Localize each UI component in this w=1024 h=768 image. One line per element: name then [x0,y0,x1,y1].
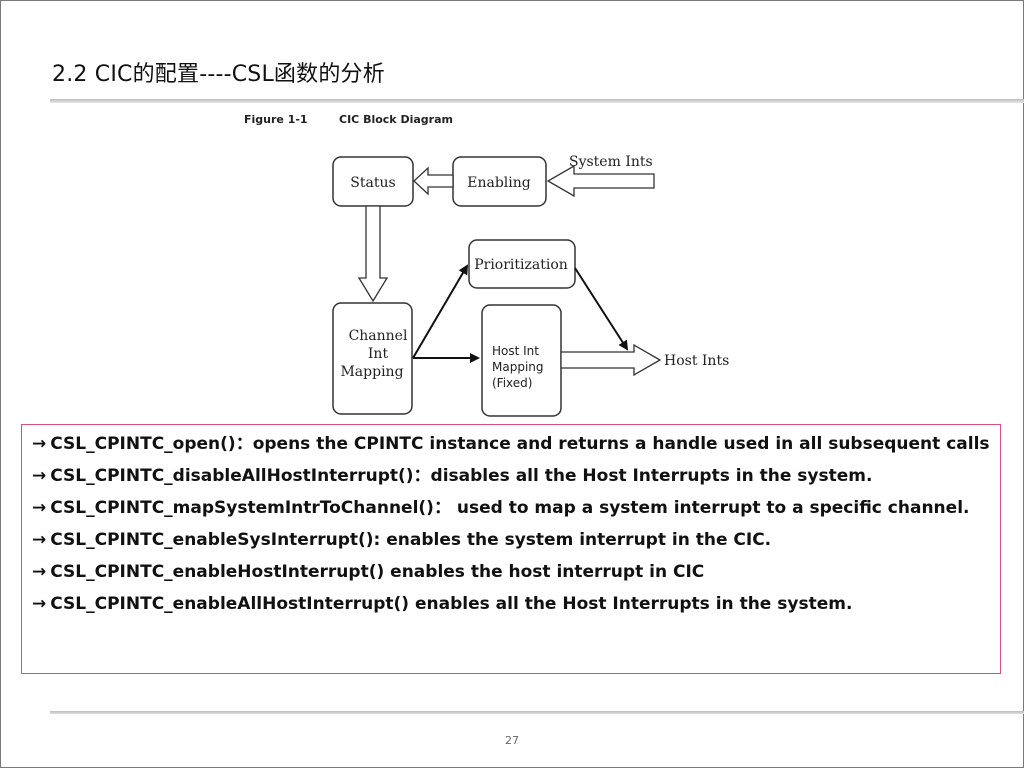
page-number: 27 [505,734,519,747]
function-text: CSL_CPINTC_enableAllHostInterrupt() enab… [50,594,853,614]
function-text: CSL_CPINTC_mapSystemIntrToChannel()： use… [50,498,970,518]
function-text: CSL_CPINTC_open()：opens the CPINTC insta… [50,434,990,454]
status-to-channel-arrow [357,205,389,303]
enabling-to-status-arrow [413,166,454,196]
slide-title: 2.2 CIC的配置----CSL函数的分析 [52,62,385,87]
figure-label: Figure 1-1 [244,113,308,126]
cic-block-diagram: Figure 1-1 CIC Block Diagram Status Enab… [244,113,729,417]
channel-int-mapping-box [332,302,413,415]
function-text: CSL_CPINTC_disableAllHostInterrupt()：dis… [50,466,873,486]
function-item: →CSL_CPINTC_enableAllHostInterrupt() ena… [32,591,990,618]
host-label-line1: Host Int [492,344,539,358]
channel-label-line2: Int [368,346,389,362]
function-item: →CSL_CPINTC_enableHostInterrupt() enable… [32,559,990,586]
prioritization-to-host-ints-arrow [574,267,629,351]
host-label-line2: Mapping [492,360,544,374]
prioritization-label: Prioritization [474,257,568,273]
arrow-icon: → [32,562,47,582]
footer-divider [50,711,1024,714]
system-ints-label: System Ints [569,154,653,170]
title-divider [50,99,1024,103]
host-ints-label: Host Ints [664,353,729,369]
channel-label-line3: Mapping [340,364,403,380]
arrow-icon: → [32,498,47,518]
function-text: CSL_CPINTC_enableHostInterrupt() enables… [50,562,705,582]
arrow-icon: → [32,594,47,614]
enabling-label: Enabling [467,175,531,191]
channel-label-line1: Channel [349,328,408,344]
diagram-caption: CIC Block Diagram [339,113,453,126]
host-ints-arrow [560,343,662,377]
function-item: →CSL_CPINTC_disableAllHostInterrupt()：di… [32,463,990,490]
function-list-box: →CSL_CPINTC_open()：opens the CPINTC inst… [21,424,1001,674]
arrow-icon: → [32,466,47,486]
prioritization-box [468,239,576,289]
system-ints-arrow [546,164,655,198]
function-item: →CSL_CPINTC_open()：opens the CPINTC inst… [32,431,990,458]
status-label: Status [350,175,395,191]
arrow-icon: → [32,530,47,550]
host-label-line3: (Fixed) [492,376,532,390]
function-item: →CSL_CPINTC_enableSysInterrupt(): enable… [32,527,990,554]
arrow-icon: → [32,434,47,454]
function-text: CSL_CPINTC_enableSysInterrupt(): enables… [50,530,772,550]
channel-to-prioritization-arrow [412,264,469,359]
function-item: →CSL_CPINTC_mapSystemIntrToChannel()： us… [32,495,990,522]
